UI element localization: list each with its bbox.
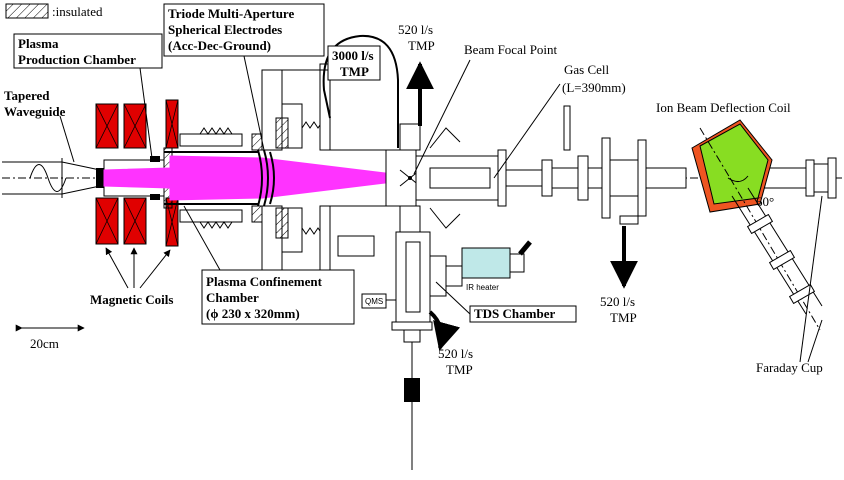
magnetic-coils [95,99,179,247]
deflected-beamline [699,127,823,331]
triode-pointer [243,55,265,151]
confinement-label-3: (ϕ 230 x 320mm) [206,306,300,321]
beamline [541,105,837,225]
focal-point-pointer [413,59,471,175]
tmp-3000-duct: 3000 l/s TMP [322,34,399,148]
confinement-box [201,269,355,325]
ir-heater [461,240,532,279]
tmp-3000-label-1: 3000 l/s [332,48,374,63]
triode-label-1: Triode Multi-Aperture [168,6,294,21]
deflection-coil-label: Ion Beam Deflection Coil [656,100,791,115]
plasma-production-label-1: Plasma [18,36,59,51]
tmp-top-label-2: TMP [408,38,435,53]
tmp-top-label-1: 520 l/s [398,22,433,37]
ion-source-body [179,63,387,295]
scale-bar-label: 20cm [30,336,59,351]
confinement-pointer [183,205,221,271]
tds-column [391,231,463,470]
gas-cell-label-1: Gas Cell [564,62,610,77]
tapered-waveguide [2,158,104,198]
focal-cross [385,123,421,233]
tds-chamber-label: TDS Chamber [474,306,555,321]
ir-heater-label: IR heater [466,283,499,292]
tapered-waveguide-label-2: Waveguide [4,104,66,119]
angle-label: 60° [756,194,774,209]
triode-label-3: (Acc-Dec-Ground) [168,38,271,53]
insulated-legend-label: :insulated [52,4,103,19]
tmp-bottom-label-2: TMP [446,362,473,377]
gas-cell-pointer [493,83,561,179]
tmp-3000-box [327,45,381,81]
tmp-right-label-2: TMP [610,310,637,325]
triode-label-2: Spherical Electrodes [168,22,282,37]
beam-focal-point-label: Beam Focal Point [464,42,558,57]
faraday-pointer-1 [799,195,823,363]
gas-cell [415,127,543,229]
confinement-label-2: Chamber [206,290,259,305]
triode-electrodes [251,133,275,223]
tmp-3000-label-2: TMP [340,64,369,79]
faraday-pointer-2 [807,319,823,363]
plasma-production-pointer [139,67,153,159]
faraday-cup-label: Faraday Cup [756,360,823,375]
magnetic-coils-label: Magnetic Coils [90,292,173,307]
triode-box [163,3,325,57]
tapered-waveguide-label-1: Tapered [4,88,50,103]
ion-beam-deflection-coil [691,119,773,213]
tds-pointer [435,281,471,315]
qms-label: QMS [365,297,383,306]
plasma-production-box [13,33,163,69]
gas-cell-label-2: (L=390mm) [562,80,626,95]
waveguide-pointer [59,115,75,163]
confinement-label-1: Plasma Confinement [206,274,323,289]
plasma-production-label-2: Production Chamber [18,52,136,67]
tmp-right-label-1: 520 l/s [600,294,635,309]
tmp-bottom-arrow [428,310,461,351]
qms-box [361,293,387,309]
tmp-bottom-label-1: 520 l/s [438,346,473,361]
insulated-legend-swatch [5,3,49,19]
